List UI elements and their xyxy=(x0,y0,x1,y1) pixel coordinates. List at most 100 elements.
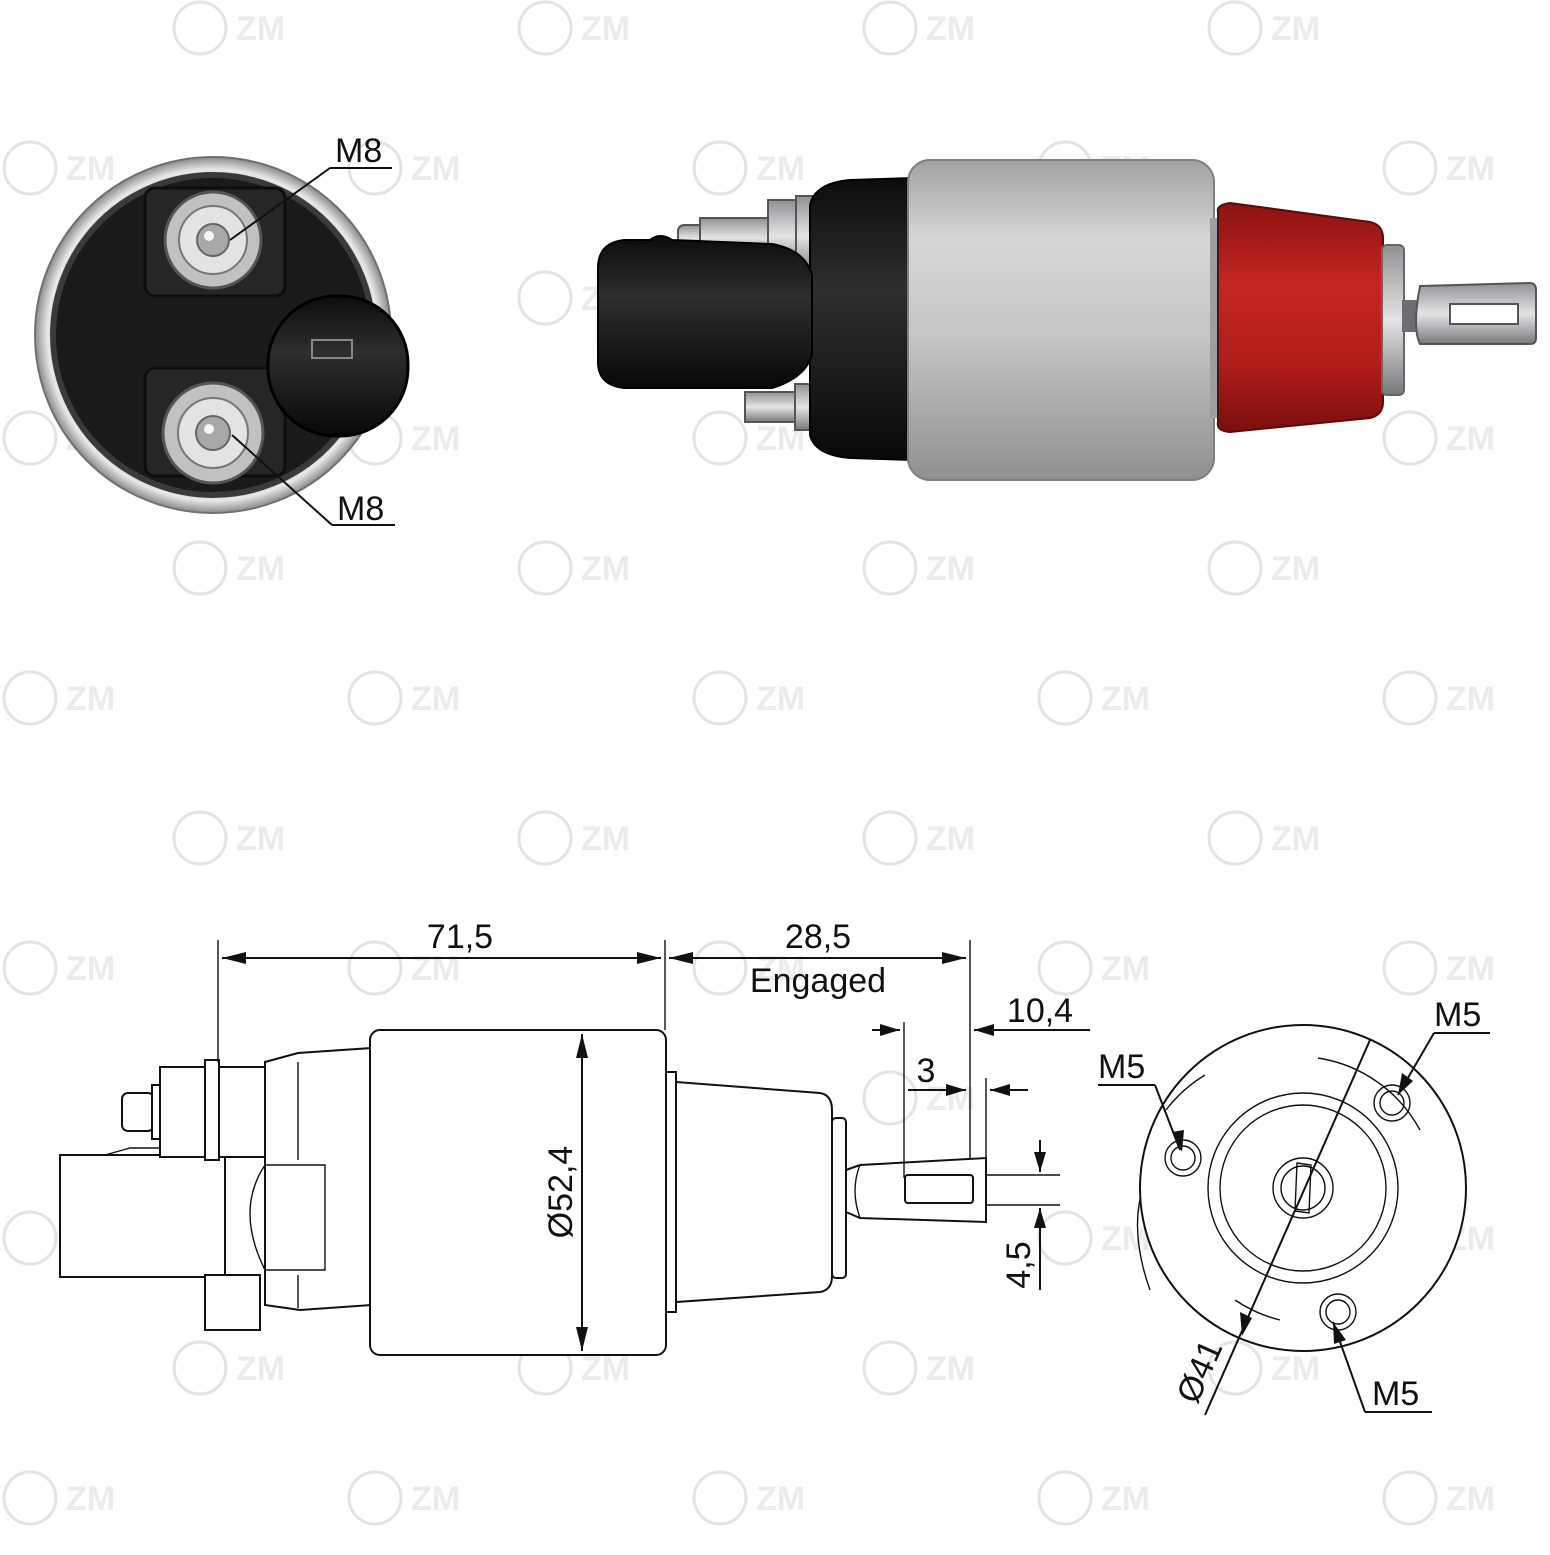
watermark-logo-icon xyxy=(1207,540,1263,596)
dim-length-body: 71,5 xyxy=(427,918,493,956)
watermark-text: ZM xyxy=(1101,680,1150,718)
drawing-side-view: 71,5 28,5 Engaged 10,4 3 4,5 Ø52,4 xyxy=(59,918,1090,1356)
watermark-text: ZM xyxy=(926,820,975,858)
watermark-logo-icon xyxy=(1207,810,1263,866)
watermark-logo-icon xyxy=(1382,410,1438,466)
dim-body-diameter: Ø52,4 xyxy=(542,1146,580,1239)
watermark-logo-icon xyxy=(1382,670,1438,726)
watermark-text: ZM xyxy=(1446,1480,1495,1518)
watermark-logo-icon xyxy=(1207,0,1263,56)
watermark-text: ZM xyxy=(1446,950,1495,988)
watermark-logo-icon xyxy=(2,410,58,466)
watermark-logo-icon xyxy=(172,1340,228,1396)
watermark-logo-icon xyxy=(172,810,228,866)
watermark-text: ZM xyxy=(236,820,285,858)
watermark-text: ZM xyxy=(1271,1350,1320,1388)
watermark-text: ZM xyxy=(581,1350,630,1388)
watermark-text: ZM xyxy=(411,420,460,458)
watermark-text: ZM xyxy=(926,550,975,588)
watermark-text: ZM xyxy=(1101,950,1150,988)
watermark-logo-icon xyxy=(692,1470,748,1526)
watermark-logo-icon xyxy=(517,540,573,596)
watermark-text: ZM xyxy=(411,950,460,988)
watermark-text: ZM xyxy=(411,1480,460,1518)
watermark-logo-icon xyxy=(2,1470,58,1526)
watermark-logo-icon xyxy=(172,540,228,596)
watermark-logo-icon xyxy=(347,940,403,996)
watermark-text: ZM xyxy=(581,820,630,858)
watermark-logo-icon xyxy=(347,670,403,726)
connector-plug xyxy=(266,294,410,438)
watermark-text: ZM xyxy=(411,150,460,188)
watermark-text: ZM xyxy=(581,10,630,48)
watermark-text: ZM xyxy=(926,10,975,48)
watermark-text: ZM xyxy=(411,680,460,718)
watermark-text: ZM xyxy=(581,550,630,588)
silver-housing xyxy=(907,159,1215,481)
terminal-nut-top xyxy=(163,190,263,290)
watermark-logo-icon xyxy=(692,140,748,196)
label-terminal-bottom: M8 xyxy=(337,490,384,528)
watermark-logo-icon xyxy=(692,410,748,466)
watermark-text: ZM xyxy=(66,950,115,988)
watermark-logo-icon xyxy=(862,1340,918,1396)
dim-stroke: 28,5 xyxy=(785,918,851,956)
label-hole-bottom: M5 xyxy=(1372,1375,1419,1413)
photo-end-view: M8 M8 xyxy=(34,132,410,528)
watermark-text: ZM xyxy=(926,1350,975,1388)
watermark-logo-icon xyxy=(862,1070,918,1126)
dim-slot-width: 4,5 xyxy=(1000,1241,1038,1288)
watermark-logo-icon xyxy=(692,670,748,726)
watermark-text: ZM xyxy=(1271,10,1320,48)
watermark-logo-icon xyxy=(1037,670,1093,726)
watermark-logo-icon xyxy=(517,0,573,56)
watermark-logo-icon xyxy=(1382,1470,1438,1526)
watermark-text: ZM xyxy=(756,1480,805,1518)
watermark-text: ZM xyxy=(756,950,805,988)
black-cap xyxy=(809,176,913,462)
watermark-logo-icon xyxy=(862,810,918,866)
watermark-text: ZM xyxy=(66,680,115,718)
watermark-text: ZM xyxy=(66,150,115,188)
dim-slot-offset: 3 xyxy=(917,1052,936,1090)
red-boot xyxy=(1216,201,1384,434)
watermark-text: ZM xyxy=(66,1480,115,1518)
watermark-text: ZM xyxy=(756,150,805,188)
watermark-logo-icon xyxy=(1382,940,1438,996)
watermark-logo-icon xyxy=(1037,940,1093,996)
watermark-text: ZM xyxy=(236,1350,285,1388)
label-hole-top-right: M5 xyxy=(1434,996,1481,1034)
watermark-logo-icon xyxy=(862,0,918,56)
watermark-logo-icon xyxy=(2,1210,58,1266)
watermark-logo-icon xyxy=(862,540,918,596)
watermark-logo-icon xyxy=(2,670,58,726)
watermark-text: ZM xyxy=(756,680,805,718)
watermark-text: ZM xyxy=(1101,1220,1150,1258)
watermark-logo-icon xyxy=(2,940,58,996)
label-hole-left: M5 xyxy=(1098,1048,1145,1086)
watermark-text: ZM xyxy=(1271,820,1320,858)
watermark-logo-icon xyxy=(2,140,58,196)
watermark-text: ZM xyxy=(1271,550,1320,588)
photo-side-view xyxy=(597,159,1537,481)
watermark-text: ZM xyxy=(236,550,285,588)
watermark-logo-icon xyxy=(347,1470,403,1526)
watermark-text: ZM xyxy=(1446,420,1495,458)
dim-stroke-note: Engaged xyxy=(750,962,886,1000)
watermark-logo-icon xyxy=(517,810,573,866)
mount-hole-top-right xyxy=(1373,1084,1411,1122)
label-terminal-top: M8 xyxy=(335,132,382,170)
drawing-end-view: Ø41 M5 M5 M5 xyxy=(1098,996,1490,1416)
watermark-logo-icon xyxy=(1207,1340,1263,1396)
watermark-text: ZM xyxy=(1446,680,1495,718)
watermark-text: ZM xyxy=(236,10,285,48)
watermark-logo-icon xyxy=(517,270,573,326)
watermark-logo-icon xyxy=(1037,1470,1093,1526)
watermark-logo-icon xyxy=(1382,140,1438,196)
connector-housing xyxy=(597,235,813,389)
watermark-text: ZM xyxy=(1446,150,1495,188)
watermark-logo-icon xyxy=(692,940,748,996)
dim-plunger-offset: 10,4 xyxy=(1007,992,1073,1030)
